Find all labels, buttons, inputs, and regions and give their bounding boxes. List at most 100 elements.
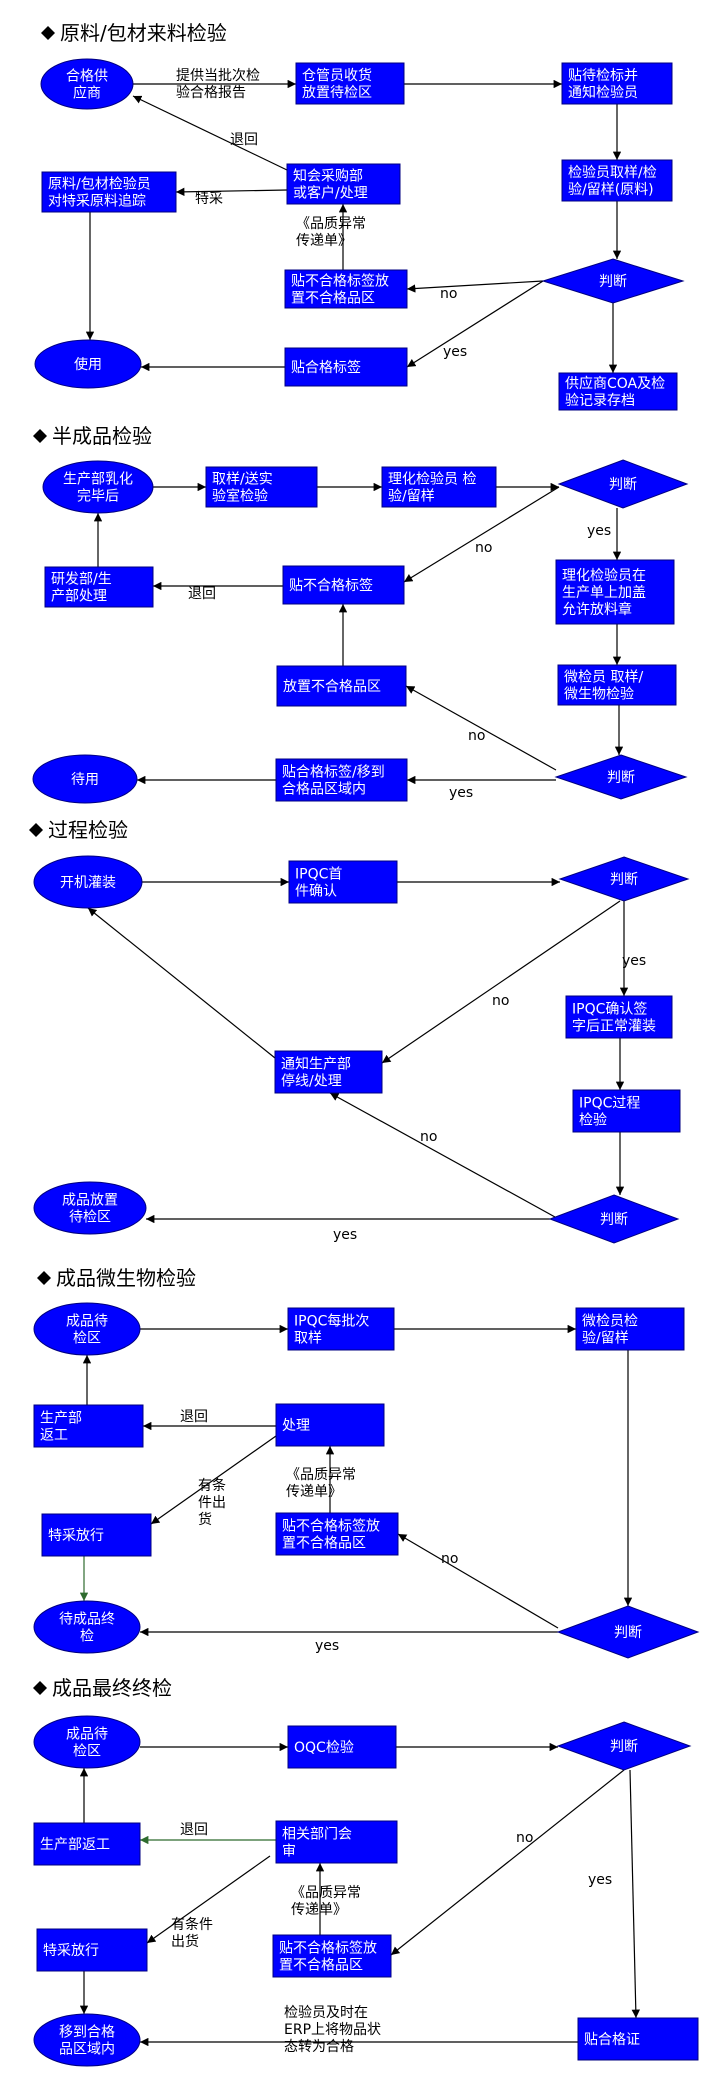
s1-coa-text: 供应商COA及检验记录存档 xyxy=(565,375,665,409)
s3-start-text: 开机灌装 xyxy=(60,875,116,891)
s1-tracking-text: 原料/包材检验员对特采原料追踪 xyxy=(48,177,151,210)
s1-arrow-purchase-tracking xyxy=(175,187,288,197)
s1-supplier-text: 合格供应商 xyxy=(66,69,108,102)
s4-reject: 贴不合格标签放置不合格品区 xyxy=(275,1512,399,1556)
s5-move: 移到合格品区域内 xyxy=(33,2013,141,2067)
s5-pending-text: 成品待检区 xyxy=(66,1727,108,1760)
heading-final: 成品最终终检 xyxy=(33,1676,172,1700)
s2-label-yes2: yes xyxy=(449,785,473,801)
s4-reject-text: 贴不合格标签放置不合格品区 xyxy=(282,1518,380,1552)
s5-meeting-text: 相关部门会审 xyxy=(282,1827,352,1860)
s5-label-form: 《品质异常传递单》 xyxy=(291,1885,361,1918)
s4-handle-text: 处理 xyxy=(282,1418,310,1434)
s1-use: 使用 xyxy=(34,339,142,389)
s5-arrow-meeting-special xyxy=(146,1855,271,1944)
s2-label-yes1: yes xyxy=(587,523,611,539)
s3-judge2: 判断 xyxy=(548,1194,680,1244)
s1-supplier: 合格供应商 xyxy=(40,58,134,110)
s1-coa: 供应商COA及检验记录存档 xyxy=(558,372,678,411)
s2-micro: 微检员 取样/微生物检验 xyxy=(557,664,677,706)
s1-arrow-judge-reject xyxy=(406,280,544,293)
s3-label-yes2: yes xyxy=(333,1227,357,1243)
s1-sampling: 检验员取样/检验/留样(原料) xyxy=(561,159,673,202)
s1-label-report: 提供当批次检验合格报告 xyxy=(176,68,260,101)
heading-raw-material-text: 原料/包材来料检验 xyxy=(60,21,227,45)
s4-pending-text: 成品待检区 xyxy=(66,1314,108,1347)
s3-arrow-judge2-stop xyxy=(329,1092,556,1218)
s3-arrow-judge1-stop xyxy=(381,900,621,1064)
s4-micro-text: 微检员检验/留样 xyxy=(582,1314,638,1347)
s3-arrow-stop-start xyxy=(87,907,276,1059)
s5-pending: 成品待检区 xyxy=(33,1715,141,1769)
s4-final-pending: 待成品终检 xyxy=(33,1600,141,1654)
s1-label-special: 特采 xyxy=(195,191,223,207)
s2-sample: 取样/送实验室检验 xyxy=(205,466,318,508)
s2-stamp: 理化检验员在生产单上加盖允许放料章 xyxy=(555,559,675,625)
heading-process-text: 过程检验 xyxy=(48,818,128,842)
s1-reject: 贴不合格标签放置不合格品区 xyxy=(284,269,408,309)
s4-final-pending-text: 待成品终检 xyxy=(59,1612,115,1645)
s2-reject-area: 放置不合格品区 xyxy=(276,665,407,707)
s2-rnd-text: 研发部/生产部处理 xyxy=(51,572,112,605)
s4-special: 特采放行 xyxy=(41,1513,152,1557)
s4-ipqc-text: IPQC每批次取样 xyxy=(294,1314,369,1347)
s2-pass-move-text: 贴合格标签/移到合格品区域内 xyxy=(282,764,385,798)
s2-label-no1: no xyxy=(475,540,492,556)
s3-process-text: IPQC过程检验 xyxy=(579,1096,640,1129)
s3-stop: 通知生产部停线/处理 xyxy=(274,1050,383,1094)
s1-pass: 贴合格标签 xyxy=(284,347,408,387)
s3-label-no2: no xyxy=(420,1129,437,1145)
s1-pass-text: 贴合格标签 xyxy=(291,359,361,376)
s2-judge2: 判断 xyxy=(554,754,688,800)
s2-reject-label: 贴不合格标签 xyxy=(282,565,405,605)
s4-judge-text: 判断 xyxy=(614,1625,642,1641)
s5-special-text: 特采放行 xyxy=(43,1943,99,1959)
s1-label-form: 《品质异常传递单》 xyxy=(296,216,366,249)
s1-label-no: no xyxy=(440,286,457,302)
s1-notify: 贴待检标并通知检验员 xyxy=(561,62,673,105)
s2-arrow-judge2-area xyxy=(405,685,557,771)
s5-judge: 判断 xyxy=(556,1721,692,1771)
s1-arrow-judge-pass xyxy=(406,280,544,368)
s4-pending: 成品待检区 xyxy=(33,1302,141,1356)
s1-judge: 判断 xyxy=(541,258,685,304)
s2-judge2-text: 判断 xyxy=(607,770,635,786)
flow-nodes: 合格供应商仓管员收货放置待检区贴待检标并通知检验员检验员取样/检验/留样(原料)… xyxy=(32,58,700,2067)
s5-rework: 生产部返工 xyxy=(33,1822,141,1866)
s5-pass: 贴合格证 xyxy=(577,2017,699,2061)
s5-oqc-text: OQC检验 xyxy=(294,1740,354,1756)
s4-label-no: no xyxy=(441,1551,458,1567)
s3-first: IPQC首件确认 xyxy=(288,860,398,904)
s1-tracking: 原料/包材检验员对特采原料追踪 xyxy=(41,171,177,213)
s5-reject: 贴不合格标签放置不合格品区 xyxy=(272,1934,392,1978)
s4-special-text: 特采放行 xyxy=(48,1528,104,1544)
s1-notify-text: 贴待检标并通知检验员 xyxy=(568,68,638,101)
s2-reject-area-text: 放置不合格品区 xyxy=(283,679,381,695)
s2-judge1: 判断 xyxy=(557,459,689,509)
s2-emulsify-text: 生产部乳化完毕后 xyxy=(63,472,133,505)
s1-sampling-text: 检验员取样/检验/留样(原料) xyxy=(568,165,657,198)
s3-process: IPQC过程检验 xyxy=(572,1089,681,1133)
flow-connectors xyxy=(79,79,640,2047)
heading-process-marker-icon xyxy=(29,823,43,837)
s5-label-yes: yes xyxy=(588,1872,612,1888)
s2-physchem-text: 理化检验员 检验/留样 xyxy=(388,472,476,505)
heading-semi-finished-text: 半成品检验 xyxy=(52,424,152,448)
s4-rework: 生产部返工 xyxy=(33,1404,144,1448)
s5-arrow-judge-pass xyxy=(629,1769,640,2019)
s5-move-text: 移到合格品区域内 xyxy=(59,2025,115,2058)
s2-label-no2: no xyxy=(468,728,485,744)
s4-arrow-judge-reject xyxy=(397,1533,559,1629)
s4-label-return: 退回 xyxy=(180,1409,208,1425)
heading-micro-text: 成品微生物检验 xyxy=(56,1266,196,1290)
s4-rework-text: 生产部返工 xyxy=(40,1411,82,1444)
s2-standby: 待用 xyxy=(32,754,138,804)
s4-arrow-handle-special xyxy=(150,1435,277,1525)
heading-raw-material: 原料/包材来料检验 xyxy=(41,21,227,45)
heading-micro: 成品微生物检验 xyxy=(37,1266,196,1290)
s3-finished: 成品放置待检区 xyxy=(33,1181,147,1235)
s2-reject-label-text: 贴不合格标签 xyxy=(289,577,373,594)
